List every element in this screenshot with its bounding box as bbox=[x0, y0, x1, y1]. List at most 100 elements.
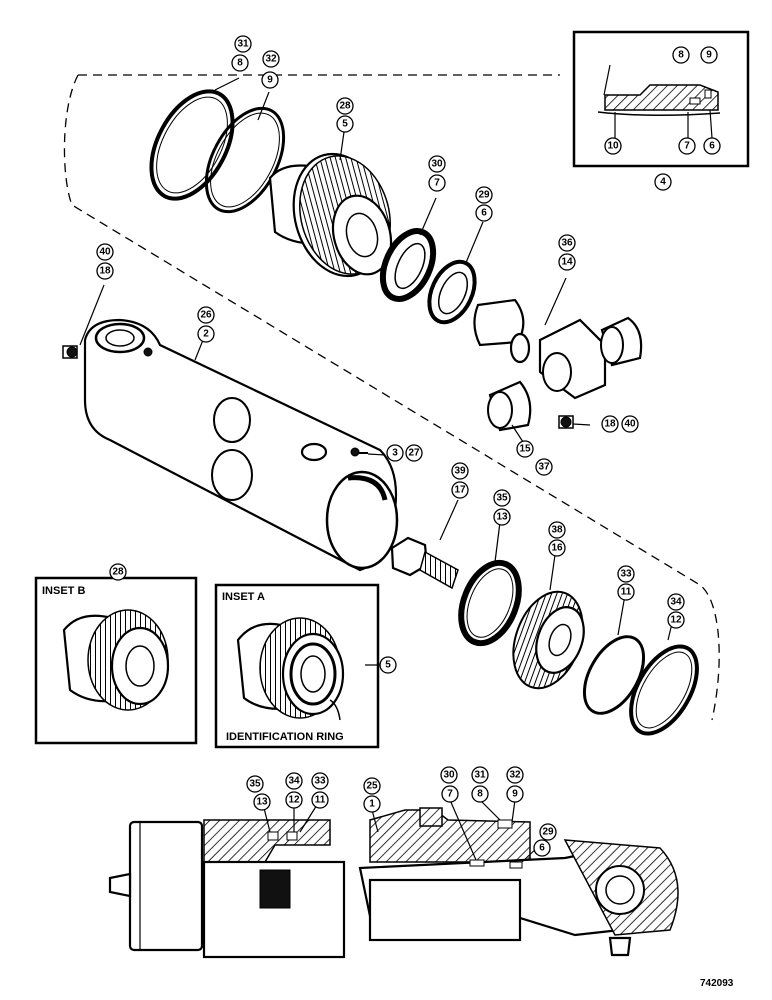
callout-8-inset: 8 bbox=[672, 46, 690, 64]
callout-34-ring: 34 bbox=[667, 593, 685, 611]
callout-11-seal: 11 bbox=[617, 583, 635, 601]
svg-text:6: 6 bbox=[539, 843, 545, 854]
callout-28-inset-b: 28 bbox=[109, 563, 127, 581]
callout-14: 14 bbox=[558, 253, 576, 271]
inset-b: INSET B bbox=[34, 576, 198, 745]
callout-27: 27 bbox=[405, 444, 423, 462]
rod-end-14 bbox=[473, 298, 607, 400]
callout-6-seal: 6 bbox=[475, 204, 493, 222]
svg-text:38: 38 bbox=[551, 525, 563, 536]
callout-15: 15 bbox=[516, 440, 534, 458]
callout-33-seal: 33 bbox=[617, 565, 635, 583]
callout-13-ring: 13 bbox=[493, 508, 511, 526]
svg-text:30: 30 bbox=[431, 159, 443, 170]
svg-text:28: 28 bbox=[339, 101, 351, 112]
svg-text:28: 28 bbox=[112, 567, 124, 578]
svg-text:1: 1 bbox=[369, 799, 375, 810]
callout-32-bottom: 32 bbox=[506, 766, 524, 784]
figure-number: 742093 bbox=[700, 978, 734, 989]
rod-seal-6 bbox=[427, 259, 477, 325]
callout-35-bottom: 35 bbox=[246, 775, 264, 793]
callout-4-inset: 4 bbox=[654, 173, 672, 191]
svg-text:32: 32 bbox=[265, 54, 277, 65]
bushing-right bbox=[600, 316, 643, 367]
callout-3: 3 bbox=[386, 444, 404, 462]
callout-30-wiper: 30 bbox=[428, 155, 446, 173]
svg-text:15: 15 bbox=[519, 444, 531, 455]
callout-18-right: 18 bbox=[601, 415, 619, 433]
svg-text:12: 12 bbox=[288, 795, 300, 806]
svg-text:9: 9 bbox=[512, 789, 518, 800]
svg-text:17: 17 bbox=[454, 485, 466, 496]
callout-7-inset: 7 bbox=[678, 137, 696, 155]
identification-ring-label: IDENTIFICATION RING bbox=[226, 731, 344, 743]
callout-39: 39 bbox=[451, 462, 469, 480]
callout-9-bottom: 9 bbox=[506, 785, 524, 803]
callout-17: 17 bbox=[451, 481, 469, 499]
callout-18-left: 18 bbox=[96, 262, 114, 280]
svg-text:13: 13 bbox=[256, 797, 268, 808]
callout-12-bottom: 12 bbox=[285, 791, 303, 809]
callout-1: 1 bbox=[363, 795, 381, 813]
callout-12-ring: 12 bbox=[667, 611, 685, 629]
svg-text:40: 40 bbox=[99, 247, 111, 258]
svg-text:11: 11 bbox=[621, 587, 632, 598]
assembly-boundary-dashed bbox=[63, 74, 720, 721]
grease-fitting-left bbox=[62, 345, 78, 359]
callout-38: 38 bbox=[548, 521, 566, 539]
callout-13-bottom: 13 bbox=[253, 793, 271, 811]
inset-a-label: INSET A bbox=[222, 591, 265, 603]
svg-text:3: 3 bbox=[392, 448, 398, 459]
callout-9-inset: 9 bbox=[700, 46, 718, 64]
callout-9-top: 9 bbox=[261, 71, 279, 89]
callout-37: 37 bbox=[535, 458, 553, 476]
svg-text:36: 36 bbox=[561, 238, 573, 249]
svg-text:37: 37 bbox=[538, 462, 550, 473]
svg-text:40: 40 bbox=[624, 419, 636, 430]
svg-text:29: 29 bbox=[478, 190, 490, 201]
callout-29-bottom: 29 bbox=[539, 823, 557, 841]
grease-fitting-right bbox=[558, 415, 574, 429]
callout-35-ring: 35 bbox=[493, 489, 511, 507]
svg-text:11: 11 bbox=[315, 795, 326, 806]
bushing-15 bbox=[487, 380, 532, 432]
callout-40-left: 40 bbox=[96, 243, 114, 261]
svg-text:12: 12 bbox=[670, 615, 682, 626]
svg-text:33: 33 bbox=[620, 569, 632, 580]
wiper-seal-7 bbox=[379, 228, 437, 302]
seal-ring-8 bbox=[149, 89, 235, 201]
piston-16 bbox=[512, 590, 585, 690]
svg-text:2: 2 bbox=[203, 329, 209, 340]
callout-7-wiper: 7 bbox=[428, 174, 446, 192]
piston-ring-12 bbox=[629, 644, 699, 736]
callout-40-right: 40 bbox=[621, 415, 639, 433]
callout-30-bottom: 30 bbox=[440, 766, 458, 784]
callout-6-bottom: 6 bbox=[533, 839, 551, 857]
callout-8-bottom: 8 bbox=[471, 785, 489, 803]
svg-text:9: 9 bbox=[706, 50, 712, 61]
svg-text:27: 27 bbox=[408, 448, 420, 459]
cylinder-tube-2 bbox=[83, 318, 399, 572]
callout-25: 25 bbox=[363, 777, 381, 795]
inset-b-label: INSET B bbox=[42, 585, 85, 597]
callout-11-bottom: 11 bbox=[311, 791, 329, 809]
svg-text:6: 6 bbox=[481, 208, 487, 219]
inset-a: INSET A IDENTIFICATION RING bbox=[214, 583, 380, 749]
svg-text:4: 4 bbox=[660, 177, 666, 188]
svg-text:25: 25 bbox=[366, 781, 378, 792]
inset-seal-detail bbox=[572, 30, 750, 168]
callout-32-top: 32 bbox=[262, 50, 280, 68]
callout-29-seal: 29 bbox=[475, 186, 493, 204]
svg-text:18: 18 bbox=[99, 266, 111, 277]
svg-text:7: 7 bbox=[447, 789, 453, 800]
svg-text:35: 35 bbox=[496, 493, 508, 504]
svg-text:16: 16 bbox=[551, 543, 563, 554]
callout-6-inset: 6 bbox=[703, 137, 721, 155]
screw-3 bbox=[350, 447, 368, 457]
svg-text:34: 34 bbox=[288, 776, 300, 787]
svg-text:31: 31 bbox=[474, 770, 486, 781]
assembled-cylinder-section bbox=[108, 807, 679, 959]
callout-8-top: 8 bbox=[231, 54, 249, 72]
svg-text:8: 8 bbox=[477, 789, 483, 800]
